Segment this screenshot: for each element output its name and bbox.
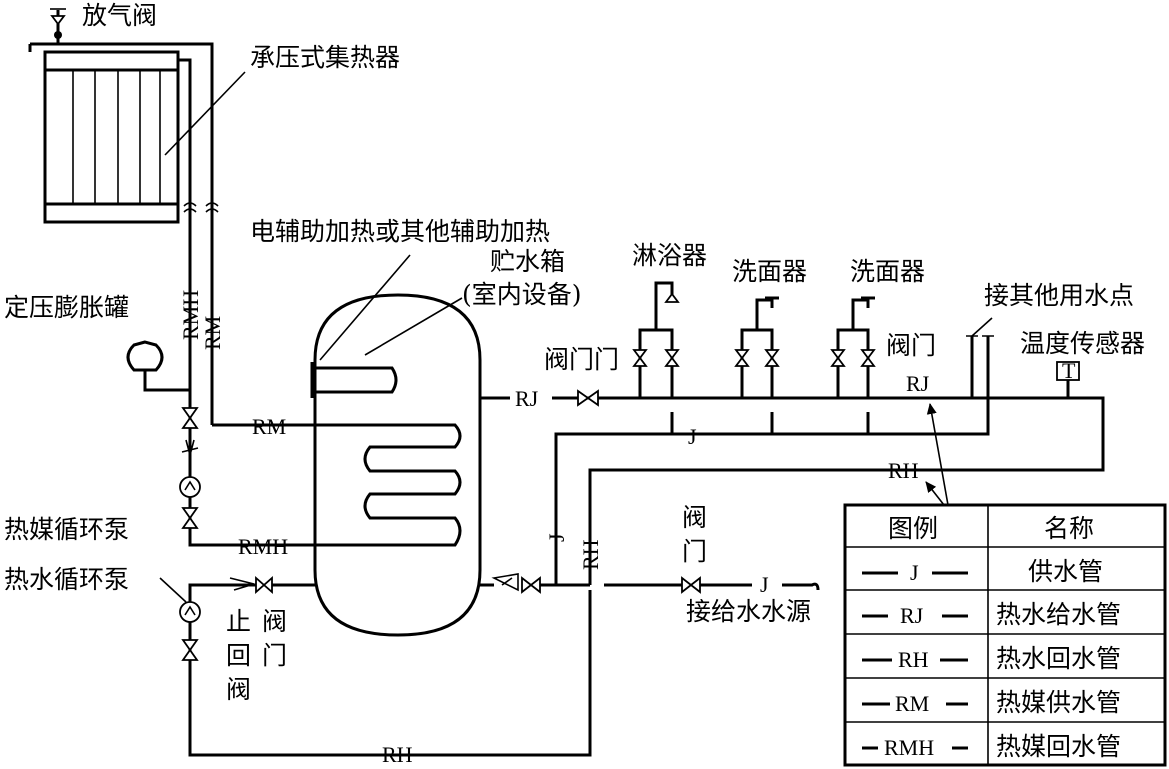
legend-row: RM 热媒供水管 [862,688,1121,717]
legend-name: 供水管 [1028,557,1103,586]
other-points-stubs [966,317,994,398]
rj-main-code: RJ [906,371,930,396]
rh-vertical-code: RH [578,539,603,570]
other-points-label: 接其他用水点 [984,281,1134,310]
check-label-2: 回 [226,641,251,670]
collector-label: 承压式集热器 [250,43,400,72]
legend-symbol: RMH [884,735,934,760]
legend-symbol: RJ [900,603,924,628]
hot-water-pump-leader [159,577,187,603]
aux-heater-label: 电辅助加热或其他辅助加热 [250,217,550,246]
legend-row: J 供水管 [862,557,1103,586]
check-label-3: 阀 [226,675,251,704]
valve-left-label: 阀门门 [544,345,619,374]
supply-source-label: 接给水水源 [686,597,811,626]
tank-label-line2: (室内设备) [462,280,582,309]
supply-line [604,576,820,594]
temp-sensor-label: 温度传感器 [1020,329,1145,358]
legend-symbol: RH [898,647,929,672]
cold-water-pipe [554,398,990,578]
j-branch-code: J [688,424,697,449]
rh-return-code: RH [888,458,919,483]
temp-sensor [1056,361,1080,398]
valve-supply-label-1: 阀 [682,503,707,532]
temp-sensor-symbol: T [1062,358,1076,383]
heat-medium-valve-top [181,407,199,429]
rmh-vertical-code: RMH [178,290,203,340]
solar-collector [43,50,180,224]
legend-name: 热媒回水管 [996,732,1121,761]
legend-row: RJ 热水给水管 [862,600,1121,629]
expansion-tank [126,340,164,372]
hot-water-pump-label: 热水循环泵 [4,565,129,594]
rmh-to-tank-code: RMH [238,534,288,559]
valve-supply-label-2: 门 [682,537,707,566]
rh-bottom-code: RH [382,742,413,767]
aux-heater-leader [319,254,411,361]
legend-header-symbol: 图例 [888,514,938,543]
legend-name: 热媒供水管 [996,688,1121,717]
hot-water-pump [179,601,201,623]
shower-fixture [632,281,680,398]
basin1-label: 洗面器 [732,257,807,286]
heat-medium-check-valve [181,439,199,459]
hot-water-valve [181,639,199,661]
basin-fixture-1 [734,296,780,398]
legend-table [843,503,1167,767]
heat-medium-pump-label: 热媒循环泵 [4,515,129,544]
hot-water-return-pipe [188,576,592,757]
rm-vertical-code: RM [200,316,225,350]
legend-arrow-rj [926,403,949,506]
vent-valve-label: 放气阀 [82,1,157,30]
j-vertical-code: J [544,533,569,542]
heat-medium-valve-bottom [181,507,199,529]
legend-row: RH 热水回水管 [862,644,1121,673]
heat-medium-pipes [143,58,315,547]
rm-to-tank-code: RM [252,414,286,439]
storage-tank [310,293,482,637]
tank-label-line1: 贮水箱 [490,247,565,276]
rj-tank-out-code: RJ [515,386,539,411]
basin-fixture-2 [830,296,876,398]
legend-header-name: 名称 [1044,514,1094,543]
basin2-label: 洗面器 [850,257,925,286]
legend-name: 热水回水管 [996,644,1121,673]
expansion-tank-label: 定压膨胀罐 [4,293,129,322]
vent-valve [28,8,214,425]
gate-label-2: 门 [262,641,287,670]
j-supply-code: J [760,572,769,597]
legend-name: 热水给水管 [996,600,1121,629]
legend-row: RMH 热媒回水管 [862,732,1121,761]
gate-label-1: 阀 [262,607,287,636]
hot-water-supply-pipe [480,396,1105,578]
legend-symbol: RM [895,691,929,716]
legend-symbol: J [910,560,919,585]
cold-water-inlet [480,573,592,594]
legend-arrow-rh [925,481,945,506]
shower-label: 淋浴器 [632,241,707,270]
collector-leader [164,71,246,156]
rj-valve [577,389,599,407]
tank-leader [364,297,463,356]
valve-right-label: 阀门 [886,331,936,360]
heat-medium-pump [179,476,201,498]
check-label-1: 止 [226,607,251,636]
